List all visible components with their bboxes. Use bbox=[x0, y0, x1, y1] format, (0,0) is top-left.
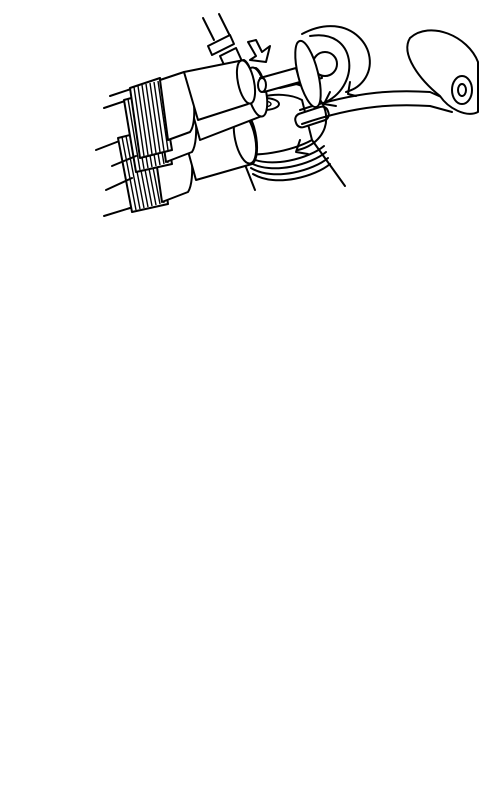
disc-tip bbox=[258, 39, 326, 110]
tube-body bbox=[110, 59, 258, 166]
panel-attach-disc-tip bbox=[0, 0, 480, 170]
